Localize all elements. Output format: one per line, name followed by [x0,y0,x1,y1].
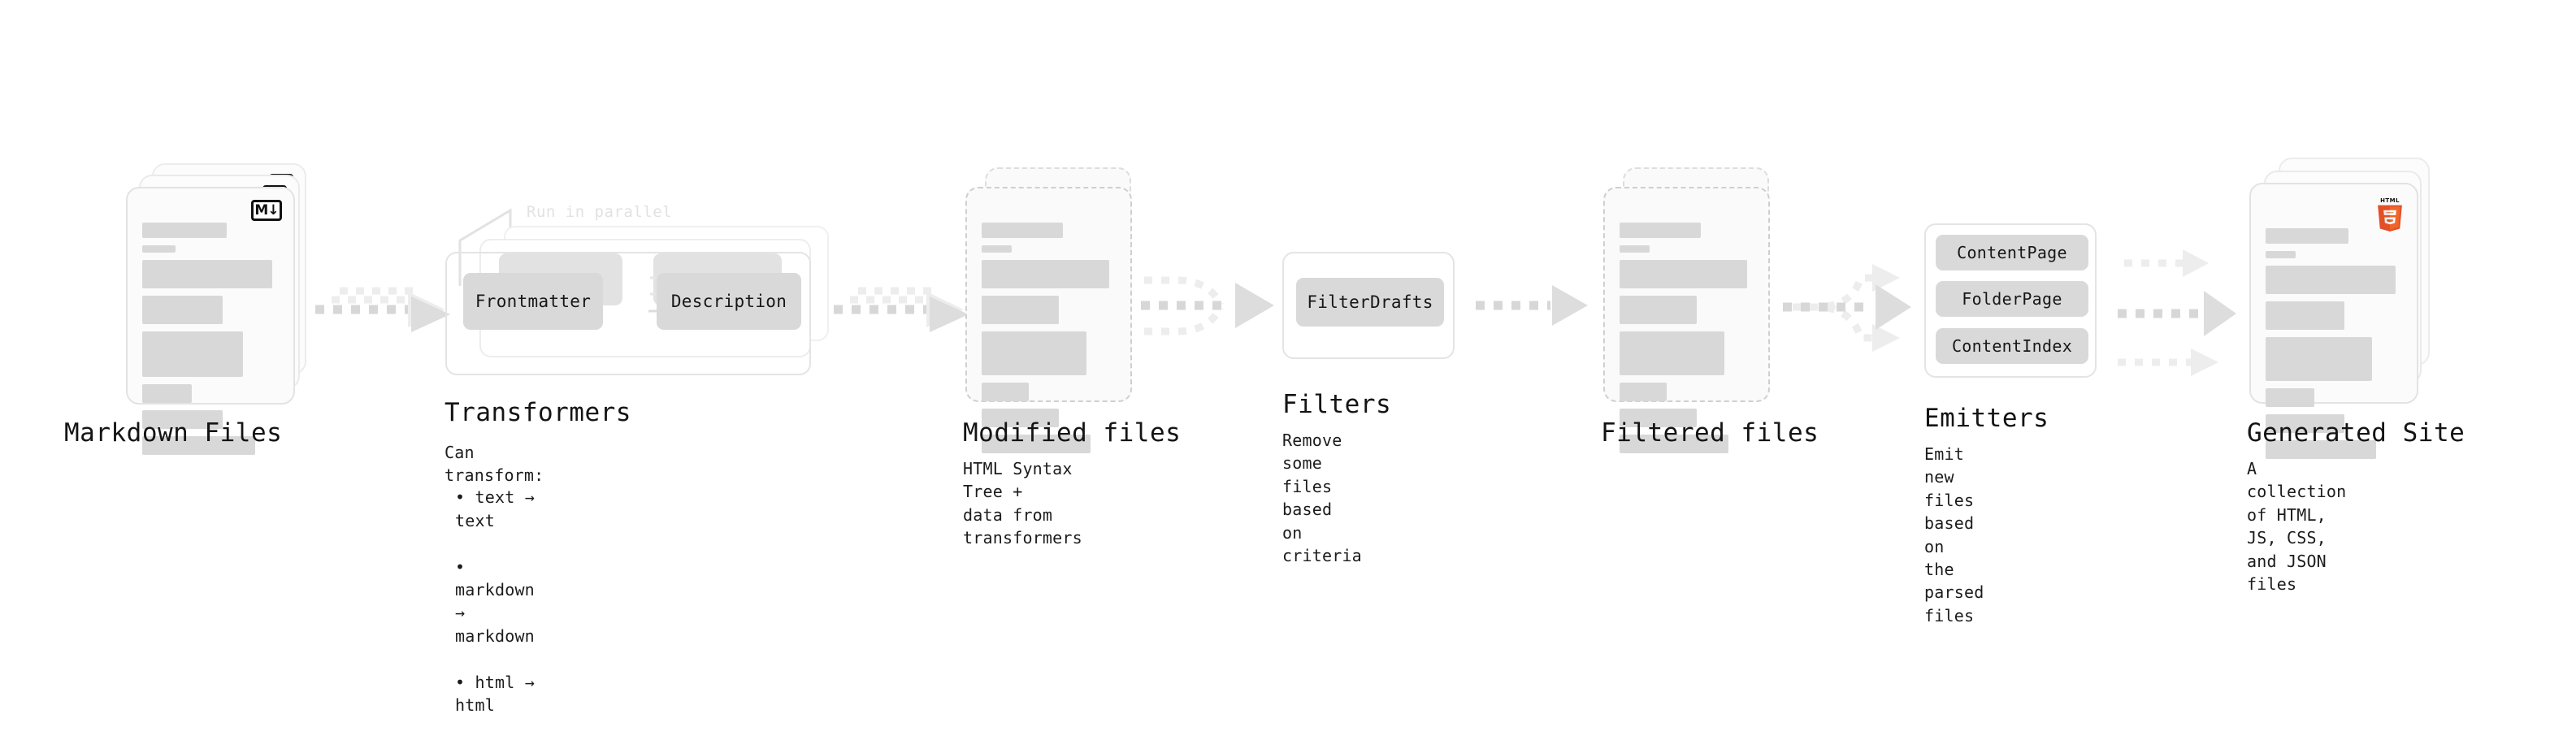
site-card-html[interactable]: HTML [2249,183,2418,459]
diagram-canvas: M↓ M↓ M↓ Markdown Files [64,158,2465,715]
transformers-title: Transformers [445,398,631,427]
filters-desc: Remove some files based on criteria [1282,431,1362,565]
content-bar [2266,440,2376,459]
emitter-chip-contentpage[interactable]: ContentPage [1936,235,2088,270]
bullet-text: html → html [455,672,535,715]
run-in-parallel-bracket [458,208,512,286]
content-bar [982,409,1060,427]
modified-card-content [982,223,1117,461]
transformer-bullet-item: • markdown → markdown [455,556,535,646]
content-bar [982,383,1030,401]
content-bar [1620,435,1728,453]
filtered-card-front[interactable] [1603,187,1770,453]
emitters-box[interactable]: ContentPage FolderPage ContentIndex [1924,223,2097,378]
content-bar [1620,409,1698,427]
content-bar [1620,245,1650,253]
emitters-title: Emitters [1924,404,2049,433]
content-bar [1620,296,1698,324]
markdown-card-content [142,223,280,462]
svg-text:HTML: HTML [2380,197,2400,204]
emitter-chip-contentindex[interactable]: ContentIndex [1936,328,2088,364]
content-bar [1620,260,1747,288]
content-bar [2266,266,2396,294]
html5-badge-icon: HTML [2378,197,2402,232]
emitter-chip-folderpage[interactable]: FolderPage [1936,281,2088,317]
transformer-chip-frontmatter[interactable]: Frontmatter [463,273,603,330]
content-bar [2266,388,2314,407]
content-bar [142,296,223,324]
connector-transformers-to-modified [834,287,969,332]
content-bar [2266,337,2372,381]
generated-site-desc: A collection of HTML, JS, CSS, and JSON … [2247,459,2347,594]
transformers-desc: Can transform: [445,443,544,486]
content-bar [142,260,272,288]
content-bar [982,260,1109,288]
markdown-card-front[interactable]: M↓ [126,187,295,455]
content-bar [982,331,1086,375]
connector-md-to-transformers [315,287,450,332]
emitters-desc: Emit new files based on the parsed files [1924,444,1984,625]
content-bar [2266,251,2296,258]
filtered-card-content [1620,223,1755,461]
filter-chip-filterdrafts[interactable]: FilterDrafts [1296,278,1444,327]
content-bar [1620,383,1667,401]
connector-filters-to-filtered [1476,285,1588,326]
transformer-box-front[interactable]: Frontmatter Description [445,252,811,375]
bullet-text: text → text [455,487,535,530]
content-bar [982,435,1091,453]
content-bar [2266,301,2344,330]
generated-site-title: Generated Site [2247,418,2465,448]
content-bar [142,331,244,377]
content-bar [142,245,176,253]
content-bar [982,296,1060,324]
connector-modified-to-filters [1141,276,1274,335]
filters-box[interactable]: FilterDrafts [1282,252,1455,359]
content-bar [2266,228,2348,244]
connector-filtered-to-emitters [1783,264,1911,352]
modified-card-front[interactable] [965,187,1132,453]
content-bar [2266,414,2344,433]
filtered-files-title: Filtered files [1601,418,1819,448]
content-bar [142,384,193,403]
transformers-bullets: • text → text • markdown → markdown • ht… [455,463,535,740]
markdown-badge-icon: M↓ [251,200,282,221]
modified-files-title: Modified files [963,418,1182,448]
content-bar [142,223,227,238]
content-bar [1620,223,1702,238]
filters-title: Filters [1282,390,1392,419]
content-bar [982,223,1064,238]
content-bar [142,436,256,455]
site-card-content [2266,228,2404,466]
bullet-text: markdown → markdown [455,579,535,646]
transformer-bullet-item: • text → text [455,487,535,530]
transformer-bullet-item: • html → html [455,672,535,715]
modified-files-desc: HTML Syntax Tree + data from transformer… [963,459,1082,548]
content-bar [982,245,1012,253]
markdown-files-title: Markdown Files [64,418,283,448]
connector-emitters-to-site [2118,249,2236,376]
transformer-chip-description[interactable]: Description [657,273,801,330]
run-in-parallel-label: Run in parallel [527,203,673,221]
content-bar [1620,331,1724,375]
content-bar [142,410,223,429]
